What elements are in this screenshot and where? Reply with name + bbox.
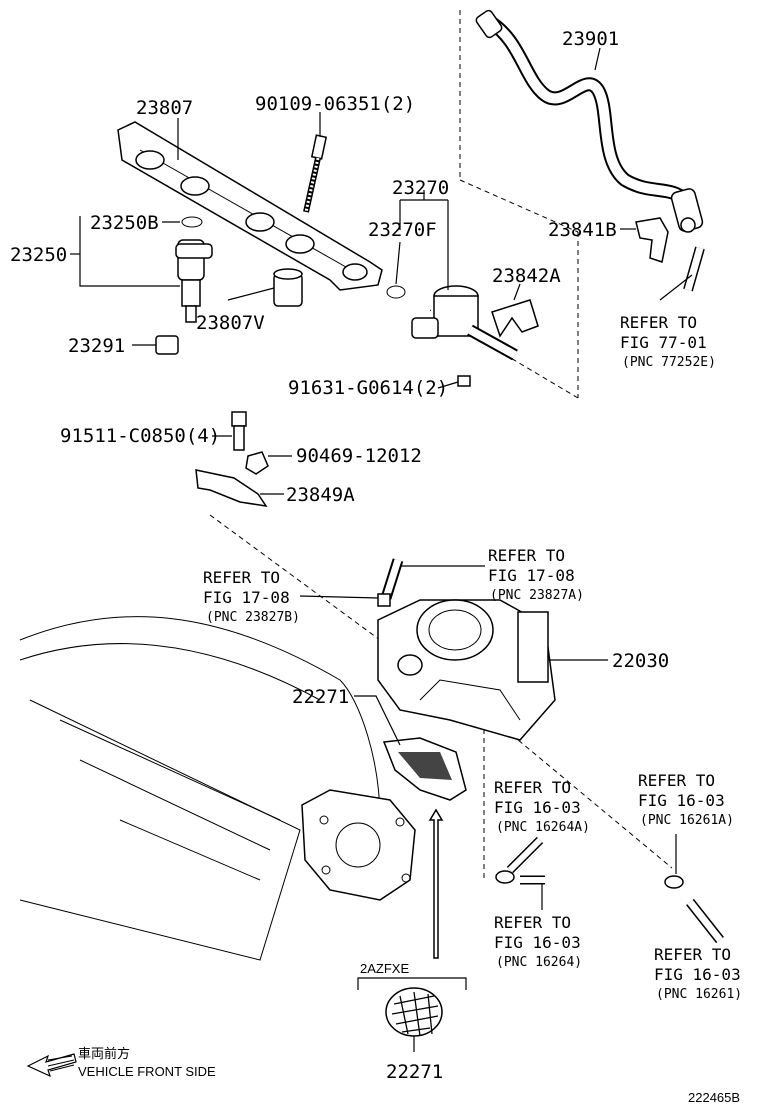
fuel-rail-23807	[117, 121, 383, 291]
label-23250: 23250	[10, 244, 67, 266]
hose-fitting	[377, 593, 391, 607]
vehicle-front-arrow-icon	[26, 1053, 77, 1078]
svg-text:FIG 17-08: FIG 17-08	[488, 566, 575, 585]
label-23842A: 23842A	[492, 265, 561, 287]
hose-clip-16264A	[495, 870, 515, 884]
label-23270F: 23270F	[368, 219, 437, 241]
svg-text:(PNC 16261A): (PNC 16261A)	[640, 813, 734, 828]
svg-text:FIG 16-03: FIG 16-03	[494, 933, 581, 952]
label-23270: 23270	[392, 177, 449, 199]
svg-text:REFER TO: REFER TO	[494, 913, 571, 932]
fuel-regulator-23270	[411, 285, 518, 361]
svg-text:REFER TO: REFER TO	[620, 313, 697, 332]
gasket-22271-upper	[382, 737, 467, 801]
label-90469: 90469-12012	[296, 445, 422, 467]
spacer-23807V	[273, 268, 303, 307]
hose-clip-16261A	[664, 875, 684, 889]
o-ring-23270F	[386, 285, 406, 299]
bolt-91631	[457, 375, 471, 387]
svg-text:REFER TO: REFER TO	[654, 945, 731, 964]
refer-16-03-a: REFER TO FIG 16-03 (PNC 16264A)	[494, 778, 590, 835]
refer-17-08-a: REFER TO FIG 17-08 (PNC 23827A)	[488, 546, 584, 603]
intake-manifold	[19, 616, 416, 961]
clip-90469	[245, 451, 269, 475]
label-91631: 91631-G0614(2)	[288, 377, 448, 399]
svg-text:(PNC 16264): (PNC 16264)	[496, 955, 582, 970]
label-23291: 23291	[68, 335, 125, 357]
clip-23841B	[635, 217, 669, 263]
label-22271-lower: 22271	[386, 1061, 443, 1083]
svg-text:(PNC 16264A): (PNC 16264A)	[496, 820, 590, 835]
refer-16-03-c: REFER TO FIG 16-03 (PNC 16264)	[494, 913, 582, 970]
svg-text:REFER TO: REFER TO	[203, 568, 280, 587]
svg-text:REFER TO: REFER TO	[488, 546, 565, 565]
throttle-link-dash-2	[469, 699, 673, 869]
front-side-en: VEHICLE FRONT SIDE	[78, 1064, 216, 1079]
label-23849A: 23849A	[286, 484, 355, 506]
install-arrow	[428, 808, 444, 959]
o-ring-23250B	[181, 216, 203, 228]
svg-text:(PNC 16261): (PNC 16261)	[656, 987, 742, 1002]
refer-77-01: REFER TO FIG 77-01 (PNC 77252E)	[620, 313, 716, 370]
label-22271-upper: 22271	[292, 686, 349, 708]
svg-text:FIG 77-01: FIG 77-01	[620, 333, 707, 352]
svg-text:(PNC 23827B): (PNC 23827B)	[206, 610, 300, 625]
svg-text:FIG 16-03: FIG 16-03	[638, 791, 725, 810]
injector-23250	[175, 239, 213, 323]
gasket-22271-lower	[385, 987, 443, 1037]
bracket-23849A	[195, 469, 268, 508]
insulator-23291	[155, 335, 179, 355]
label-23807V: 23807V	[196, 312, 265, 334]
throttle-link-dash	[209, 514, 381, 641]
svg-text:(PNC 77252E): (PNC 77252E)	[622, 355, 716, 370]
bolt-90109	[303, 134, 328, 213]
refer-17-08-b: REFER TO FIG 17-08 (PNC 23827B)	[203, 568, 300, 625]
svg-text:REFER TO: REFER TO	[638, 771, 715, 790]
refer-16-03-d: REFER TO FIG 16-03 (PNC 16261)	[654, 945, 742, 1002]
svg-text:FIG 16-03: FIG 16-03	[654, 965, 741, 984]
front-side-jp: 車両前方	[78, 1046, 130, 1061]
bolt-91511	[231, 411, 247, 451]
label-90109: 90109-06351(2)	[255, 93, 415, 115]
clamp-23842A	[491, 299, 539, 338]
label-23901: 23901	[562, 28, 619, 50]
svg-text:(PNC 23827A): (PNC 23827A)	[490, 588, 584, 603]
engine-code-label: 2AZFXE	[360, 961, 409, 976]
label-23807: 23807	[136, 97, 193, 119]
fuel-hose-group-outline	[429, 10, 579, 399]
refer-16-03-b: REFER TO FIG 16-03 (PNC 16261A)	[638, 771, 734, 828]
throttle-body-22030	[377, 599, 556, 741]
label-23841B: 23841B	[548, 219, 617, 241]
svg-text:FIG 17-08: FIG 17-08	[203, 588, 290, 607]
label-23250B: 23250B	[90, 212, 159, 234]
figure-id: 222465B	[688, 1090, 740, 1105]
svg-text:FIG 16-03: FIG 16-03	[494, 798, 581, 817]
fuel-hose-23901	[475, 9, 704, 233]
label-91511: 91511-C0850(4)	[60, 425, 220, 447]
label-22030: 22030	[612, 650, 669, 672]
svg-text:REFER TO: REFER TO	[494, 778, 571, 797]
